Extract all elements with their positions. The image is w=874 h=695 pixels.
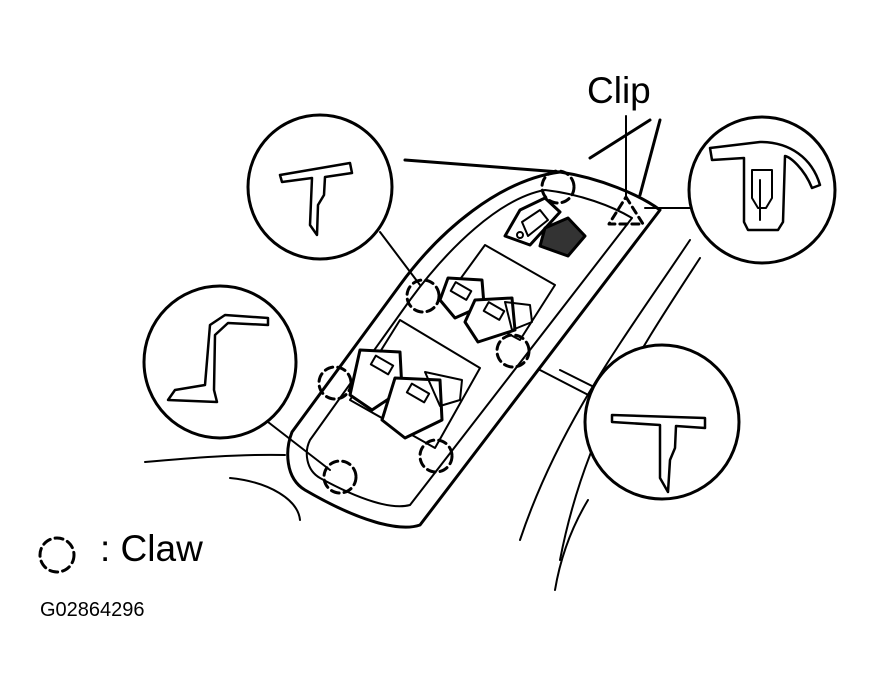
claw-legend-label: : Claw — [100, 528, 203, 569]
callout-clip — [687, 115, 837, 265]
claw-marker-upper-left — [405, 278, 441, 314]
lower-switch-bezel — [348, 319, 481, 449]
claw-marker-top — [540, 169, 576, 205]
upper-switch-bezel — [438, 244, 556, 344]
callout-claw-upper-left — [246, 113, 394, 261]
claw-legend-icon — [38, 536, 76, 574]
claw-marker-bottom-right — [418, 438, 454, 474]
callout-claw-lower-left — [142, 284, 298, 440]
switch-panel — [286, 170, 662, 529]
claw-markers — [317, 169, 576, 495]
clip-marker — [607, 195, 645, 226]
lock-switch-buttons — [503, 196, 587, 258]
claw-marker-mid-left — [317, 365, 353, 401]
claw-marker-bottom-left — [322, 459, 358, 495]
switch-panel-rim — [305, 189, 633, 508]
callout-claw-right — [583, 343, 741, 501]
clip-label: Clip — [587, 70, 651, 111]
figure-id: G02864296 — [40, 599, 145, 621]
claw-marker-mid-right — [495, 333, 531, 369]
